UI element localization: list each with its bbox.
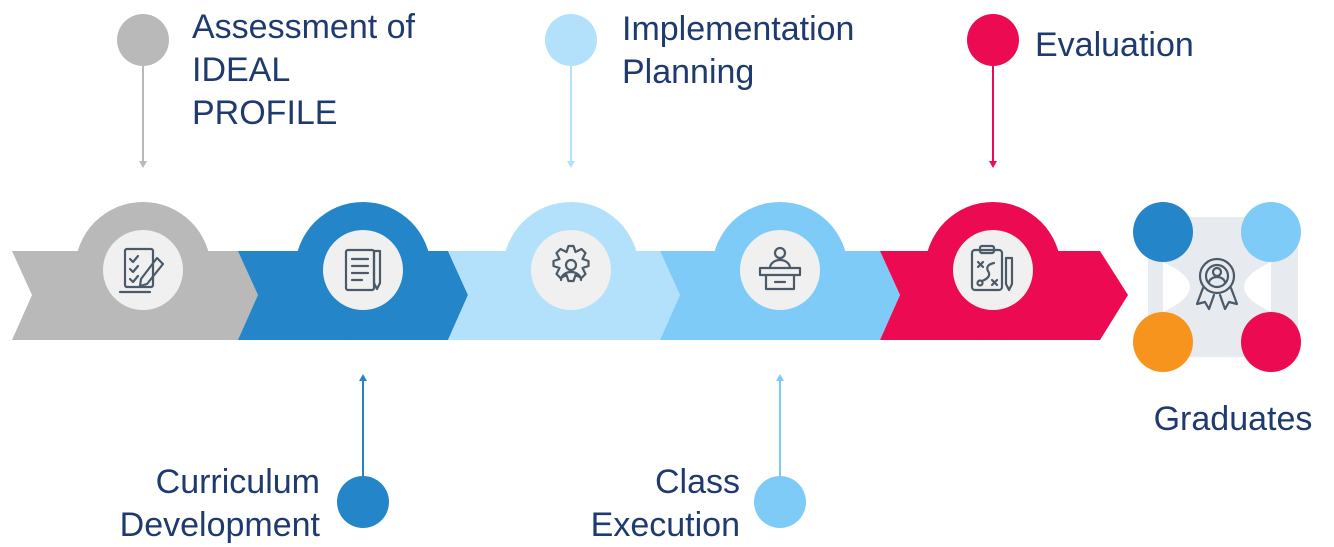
stage-node-assessment <box>75 202 211 338</box>
stage-label-class: Class Execution <box>591 461 740 547</box>
document-pencil-icon <box>344 248 382 292</box>
stage-label-line: Assessment of <box>192 8 415 46</box>
checklist-pen-icon <box>118 247 165 294</box>
stage-label-line: Evaluation <box>1035 26 1194 64</box>
marker-dot-evaluation <box>967 14 1019 66</box>
stage-label-line: Execution <box>590 506 740 544</box>
outcome-label: Graduates <box>1153 400 1313 438</box>
graduates-dot-lightblue <box>1241 202 1301 262</box>
stage-label-line: Planning <box>622 53 755 91</box>
stage-label-line: Class <box>654 463 740 501</box>
gear-person-icon <box>552 244 590 283</box>
marker-dot-implementation <box>545 14 597 66</box>
stage-label-evaluation: Evaluation <box>1035 24 1194 67</box>
marker-dot-assessment <box>117 14 169 66</box>
lectern-speaker-icon <box>758 246 802 291</box>
stage-label-line: Development <box>119 506 320 544</box>
stage-label-line: Curriculum <box>155 463 320 501</box>
graduates-dot-blue <box>1133 202 1193 262</box>
stage-label-line: PROFILE <box>192 94 338 132</box>
stage-node-class <box>712 202 848 338</box>
stage-label-line: IDEAL <box>192 51 291 89</box>
stage-label-implementation: Implementation Planning <box>622 8 854 94</box>
stage-node-evaluation <box>925 202 1061 338</box>
stage-label-assessment: Assessment of IDEAL PROFILE <box>192 6 415 135</box>
graduates-dot-red <box>1241 312 1301 372</box>
marker-dot-curriculum <box>337 476 389 528</box>
stage-label-line: Implementation <box>622 10 855 48</box>
marker-dot-class <box>754 476 806 528</box>
clipboard-plan-icon <box>970 244 1014 292</box>
award-badge-icon <box>1195 257 1239 311</box>
stage-label-curriculum: Curriculum Development <box>120 461 320 547</box>
stage-node-curriculum <box>295 202 431 338</box>
graduates-dot-orange <box>1133 312 1193 372</box>
graduates-cluster <box>1133 202 1301 372</box>
